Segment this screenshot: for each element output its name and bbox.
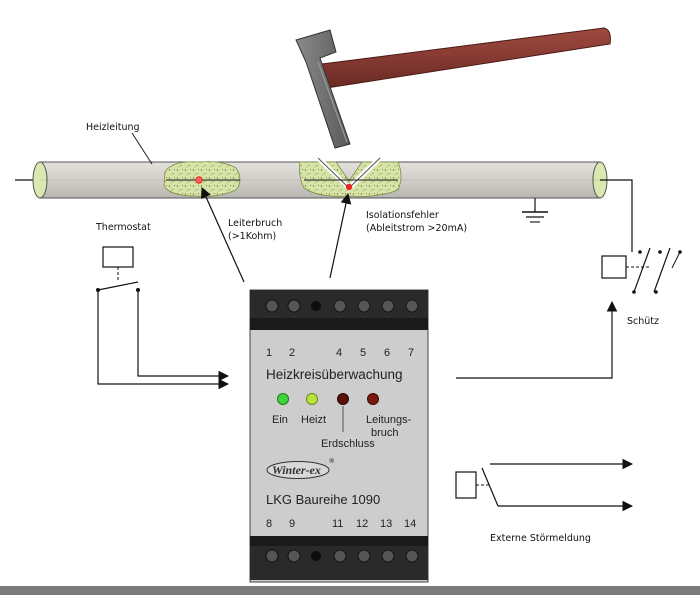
terminal-5: 5 bbox=[360, 347, 366, 359]
led-leitungsbruch-label-2: bruch bbox=[371, 427, 399, 439]
externe-stoermeldung-label: Externe Störmeldung bbox=[490, 533, 591, 544]
terminal-screws-top bbox=[265, 299, 419, 313]
led-erdschluss bbox=[337, 393, 349, 405]
led-ein-label: Ein bbox=[272, 414, 288, 426]
hammer-icon bbox=[295, 27, 611, 149]
conductor-break-damage bbox=[163, 161, 241, 197]
led-ein bbox=[277, 393, 289, 405]
bottom-strip bbox=[0, 586, 700, 595]
thermostat-symbol bbox=[96, 246, 230, 390]
led-heizt bbox=[306, 393, 318, 405]
terminal-1: 1 bbox=[266, 347, 272, 359]
terminal-8: 8 bbox=[266, 518, 272, 530]
terminal-14: 14 bbox=[404, 518, 416, 530]
led-leitungsbruch bbox=[367, 393, 379, 405]
arrow-to-insulation-fault bbox=[329, 192, 352, 279]
insulation-fault-damage bbox=[299, 156, 402, 197]
terminal-4: 4 bbox=[336, 347, 342, 359]
monitoring-device: 1 2 4 5 6 7 Heizkreisüberwachung Ein Hei… bbox=[249, 289, 429, 583]
external-fault-relay bbox=[455, 458, 634, 512]
device-model: LKG Baureihe 1090 bbox=[266, 492, 380, 507]
leiterbruch-value: (>1Kohm) bbox=[228, 231, 276, 242]
terminal-7: 7 bbox=[408, 347, 414, 359]
leiterbruch-label: Leiterbruch bbox=[228, 218, 282, 229]
logo-text: Winter-ex bbox=[272, 463, 321, 477]
ground-icon bbox=[522, 198, 548, 223]
led-erdschluss-label: Erdschluss bbox=[321, 438, 375, 450]
isolationsfehler-value: (Ableitstrom >20mA) bbox=[366, 223, 467, 234]
svg-text:®: ® bbox=[329, 457, 335, 465]
device-title: Heizkreisüberwachung bbox=[266, 367, 403, 382]
thermostat-label: Thermostat bbox=[95, 222, 151, 233]
terminal-12: 12 bbox=[356, 518, 368, 530]
winterex-logo: Winter-ex ® bbox=[266, 457, 335, 479]
isolationsfehler-label: Isolationsfehler bbox=[366, 210, 439, 221]
terminal-9: 9 bbox=[289, 518, 295, 530]
heizleitung-leader bbox=[131, 132, 153, 165]
led-heizt-label: Heizt bbox=[301, 414, 326, 426]
heizleitung-label: Heizleitung bbox=[86, 122, 140, 133]
terminal-2: 2 bbox=[289, 347, 295, 359]
terminal-6: 6 bbox=[384, 347, 390, 359]
led-leitungsbruch-label-1: Leitungs- bbox=[366, 414, 412, 426]
terminal-11: 11 bbox=[332, 518, 343, 530]
contactor-symbol bbox=[456, 247, 682, 379]
schuetz-label: Schütz bbox=[627, 316, 659, 327]
arrow-to-conductor-break bbox=[201, 187, 245, 283]
terminal-13: 13 bbox=[380, 518, 392, 530]
terminal-screws-bottom bbox=[265, 549, 419, 563]
